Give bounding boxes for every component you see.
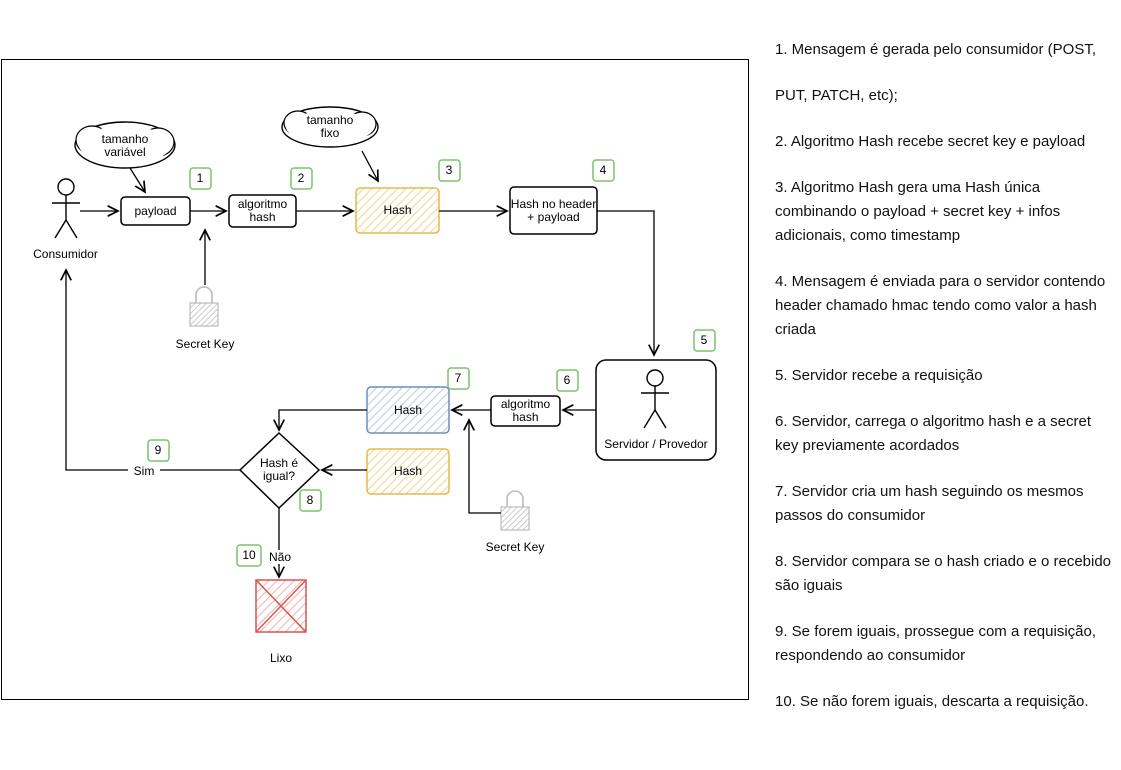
algorithm-box-2 (490, 395, 561, 427)
cloud-fixed-size (281, 106, 379, 148)
secret-key-label-1: Secret Key (175, 337, 235, 351)
steps-list: 1. Mensagem é gerada pelo consumidor (PO… (775, 38, 1115, 714)
hash-received-label: Hash (393, 464, 422, 478)
step-badge-10: 10 (242, 548, 256, 562)
step-text-4: 4. Mensagem é enviada para o servidor co… (775, 273, 1106, 338)
step-badge-7: 7 (454, 371, 462, 385)
step-badges (147, 159, 716, 567)
hash-received-box (366, 448, 450, 495)
consumer-stick-figure (52, 178, 80, 239)
step-text-9: 9. Se forem iguais, prossegue com a requ… (775, 623, 1096, 664)
step-text-3: 3. Algoritmo Hash gera uma Hash única co… (775, 179, 1061, 244)
cloud-variable-size (74, 121, 176, 169)
step-badge-1: 1 (196, 171, 204, 185)
payload-label: payload (134, 203, 177, 218)
step-text-2: 2. Algoritmo Hash recebe secret key e pa… (775, 133, 1086, 150)
secret-key-label-2: Secret Key (485, 540, 545, 554)
step-text-1b: PUT, PATCH, etc); (775, 87, 898, 104)
server-stick-figure (641, 369, 669, 429)
cloud-variable-text: tamanho variável (101, 132, 149, 159)
step-badge-9: 9 (154, 443, 162, 457)
step-text-1a: 1. Mensagem é gerada pelo consumidor (PO… (775, 41, 1096, 58)
flow-arrows (66, 150, 654, 577)
consumer-label: Consumidor (33, 247, 98, 261)
trash-box (255, 579, 307, 633)
step-text-6: 6. Servidor, carrega o algoritmo hash e … (775, 413, 1091, 454)
step-text-7: 7. Servidor cria um hash seguindo os mes… (775, 483, 1084, 524)
trash-label: Lixo (269, 651, 292, 665)
step-badge-4: 4 (599, 163, 607, 177)
decision-label: Hash é igual? (259, 456, 299, 483)
algorithm-label-2: algoritmo hash (500, 397, 551, 424)
padlock-icon-1 (189, 286, 219, 327)
step-text-8: 8. Servidor compara se o hash criado e o… (775, 553, 1112, 594)
step-badge-5: 5 (700, 333, 708, 347)
hash-server-label: Hash (393, 402, 422, 417)
hash-label-1: Hash (383, 203, 412, 217)
edge-label-yes: Sim (128, 464, 160, 478)
server-label: Servidor / Provedor (604, 437, 708, 451)
step-text-10: 10. Se não forem iguais, descarta a requ… (775, 693, 1089, 710)
header-payload-label: Hash no header + payload (510, 196, 597, 224)
step-badge-2: 2 (297, 171, 305, 185)
step-text-5: 5. Servidor recebe a requisição (775, 367, 983, 384)
step-badge-8: 8 (306, 493, 314, 507)
step-badge-3: 3 (445, 163, 453, 177)
algorithm-label-1: algoritmo hash (237, 197, 288, 224)
padlock-icon-2 (500, 490, 530, 531)
edge-label-no: Não (265, 550, 295, 564)
cloud-fixed-text: tamanho fixo (306, 113, 354, 140)
step-badge-6: 6 (563, 373, 571, 387)
diagram-frame (1, 59, 749, 700)
